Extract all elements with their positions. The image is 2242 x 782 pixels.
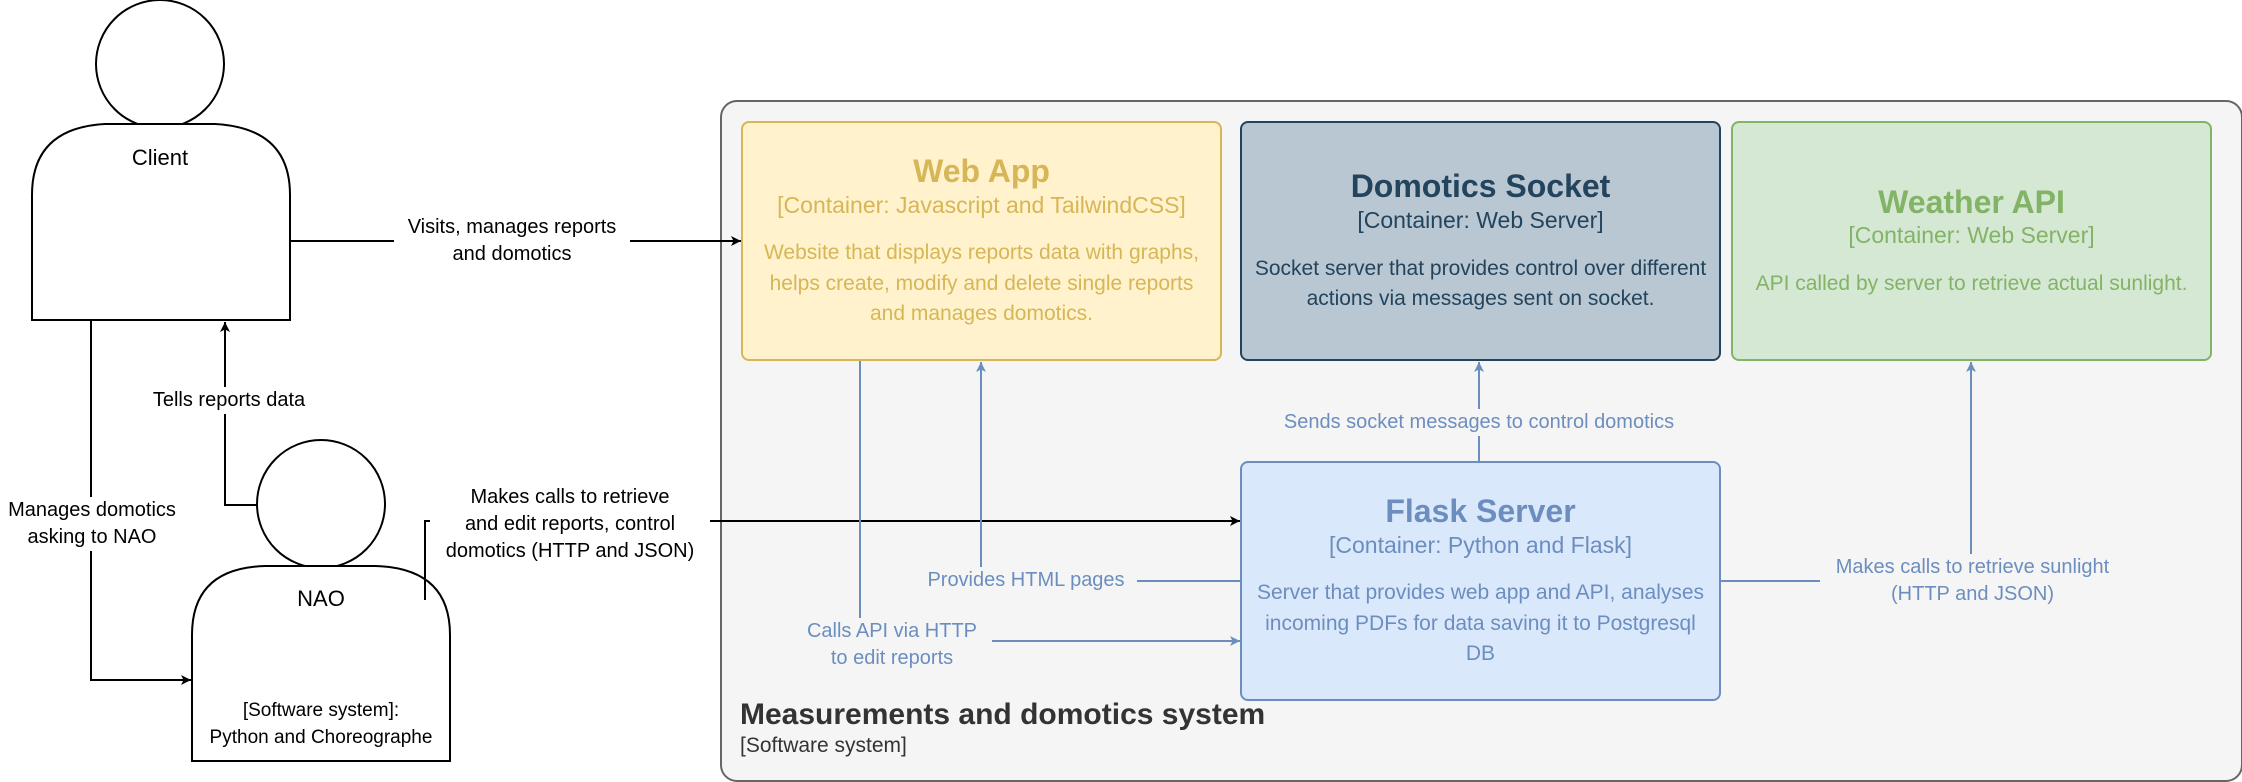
weather-api-container: Weather API [Container: Web Server] API …: [1731, 121, 2212, 361]
weather-api-desc-line: API called by server to retrieve actual …: [1755, 271, 2188, 295]
label-line: asking to NAO: [27, 526, 157, 548]
system-title: Measurements and domotics system: [740, 698, 1266, 731]
flask-server-tech: [Container: Python and Flask]: [1329, 531, 1632, 558]
edge-nao-to-client: [220, 322, 258, 506]
weather-api-tech: [Container: Web Server]: [1848, 222, 2095, 249]
weather-api-title: Weather API: [1878, 183, 2065, 220]
domotics-socket-title: Domotics Socket: [1350, 168, 1611, 205]
label-line: and edit reports, control: [464, 513, 676, 535]
label-nao-to-flask: Makes calls to retrieve and edit reports…: [430, 484, 710, 565]
edge-client-to-nao: [90, 320, 191, 685]
flask-server-container: Flask Server [Container: Python and Flas…: [1240, 461, 1721, 701]
system-subtitle: [Software system]: [740, 734, 907, 757]
label-client-to-webapp: Visits, manages reports and domotics: [394, 214, 630, 268]
domotics-socket-container: Domotics Socket [Container: Web Server] …: [1240, 121, 1721, 361]
label-line: Tells reports data: [152, 389, 306, 411]
label-webapp-to-flask: Calls API via HTTP to edit reports: [792, 618, 992, 672]
label-line: to edit reports: [830, 647, 954, 669]
flask-server-desc-line: DB: [1465, 642, 1496, 666]
label-line: Makes calls to retrieve sunlight: [1835, 556, 2110, 578]
label-line: (HTTP and JSON): [1891, 583, 2054, 605]
label-client-to-nao: Manages domotics asking to NAO: [0, 497, 184, 551]
flask-server-desc-line: Server that provides web app and API, an…: [1256, 581, 1705, 605]
web-app-title: Web App: [913, 153, 1050, 190]
label-line: Manages domotics: [8, 499, 176, 521]
label-line: Sends socket messages to control domotic…: [1283, 411, 1675, 433]
client-person-shape: [31, 0, 291, 321]
label-flask-to-weather: Makes calls to retrieve sunlight (HTTP a…: [1820, 554, 2125, 608]
label-line: Makes calls to retrieve: [470, 486, 670, 508]
nao-desc-line: [Software system]:: [242, 700, 400, 721]
flask-server-description: Server that provides web app and API, an…: [1251, 578, 1710, 669]
label-flask-to-webapp: Provides HTML pages: [915, 567, 1137, 594]
web-app-desc-line: helps create, modify and delete single r…: [769, 271, 1194, 295]
label-nao-to-client: Tells reports data: [142, 387, 316, 414]
web-app-tech: [Container: Javascript and TailwindCSS]: [777, 191, 1186, 218]
weather-api-description: API called by server to retrieve actual …: [1750, 269, 2194, 299]
label-line: Visits, manages reports: [407, 216, 617, 238]
edge-nao-to-flask: [424, 516, 1240, 600]
flask-server-title: Flask Server: [1385, 493, 1576, 530]
web-app-container: Web App [Container: Javascript and Tailw…: [741, 121, 1222, 361]
domotics-socket-tech: [Container: Web Server]: [1357, 206, 1604, 233]
web-app-description: Website that displays reports data with …: [758, 238, 1205, 329]
nao-name: NAO: [297, 586, 345, 611]
label-line: domotics (HTTP and JSON): [445, 540, 695, 562]
domotics-socket-desc-line: actions via messages sent on socket.: [1306, 287, 1655, 311]
label-line: Calls API via HTTP: [806, 620, 978, 642]
flask-server-desc-line: incoming PDFs for data saving it to Post…: [1265, 611, 1696, 635]
label-line: Provides HTML pages: [927, 569, 1125, 591]
nao-description: [Software system]: Python and Choreograp…: [192, 698, 450, 751]
web-app-desc-line: and manages domotics.: [870, 302, 1093, 326]
label-line: and domotics: [452, 243, 572, 265]
client-name: Client: [131, 145, 189, 170]
domotics-socket-desc-line: Socket server that provides control over…: [1254, 256, 1707, 280]
label-flask-to-socket: Sends socket messages to control domotic…: [1264, 409, 1694, 436]
nao-person-shape: [191, 439, 451, 762]
domotics-socket-description: Socket server that provides control over…: [1249, 254, 1712, 315]
nao-desc-line: Python and Choreographe: [209, 726, 433, 748]
web-app-desc-line: Website that displays reports data with …: [763, 241, 1199, 265]
